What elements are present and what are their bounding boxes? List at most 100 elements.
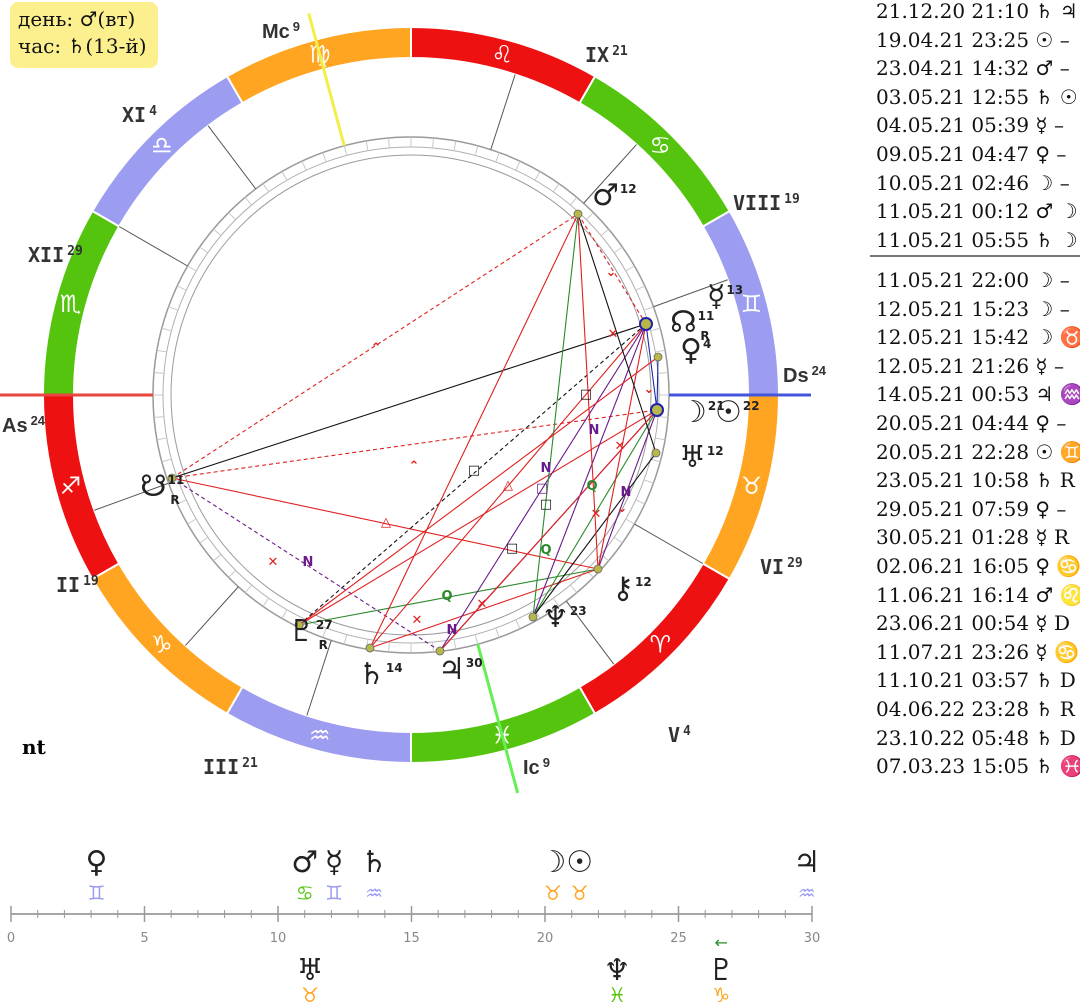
scale-sign-glyph: ♋ — [296, 881, 314, 905]
bottom-row: 29.05.21 07:59 ♀ – — [876, 495, 1080, 524]
aspect-symbol: Q — [540, 543, 551, 558]
planet-dot — [593, 564, 603, 574]
bottom-row: 12.05.21 15:42 ☽ ♉ — [876, 323, 1080, 352]
transit-date: 14.05.21 00:53 — [876, 382, 1030, 407]
transit-date: 20.05.21 04:44 — [876, 410, 1030, 435]
sign-segment: ♉ — [701, 394, 781, 581]
sign-glyph: ♌ — [491, 41, 513, 69]
transit-date: 07.03.23 15:05 — [876, 754, 1030, 779]
aspect-line — [532, 323, 647, 618]
transit-glyphs: ♄ R — [1029, 468, 1075, 493]
scale-planet-mercury: ☿ — [325, 845, 343, 880]
planet-dots — [167, 209, 664, 656]
planet-dot — [528, 612, 538, 622]
bottom-row: 02.06.21 16:05 ♀ ♋ — [876, 552, 1080, 581]
aspect-line — [597, 323, 647, 570]
sign-glyph: ♑ — [151, 630, 173, 658]
scale-tick-label: 15 — [403, 931, 420, 946]
bottom-row: 12.05.21 15:23 ☽ – — [876, 295, 1080, 324]
top-row: 11.05.21 00:12 ♂ ☽ — [876, 197, 1080, 226]
transit-date: 04.05.21 05:39 — [876, 113, 1030, 138]
top-row: 03.05.21 12:55 ♄ ☉ — [876, 83, 1080, 112]
transit-glyphs: ☿ R — [1029, 525, 1070, 550]
transit-glyphs: ☽ – — [1029, 296, 1070, 321]
transit-date: 11.10.21 03:57 — [876, 668, 1030, 693]
transit-glyphs: ♄ ☽ — [1029, 227, 1078, 252]
transit-date: 21.12.20 21:10 — [876, 0, 1030, 23]
planet-mars-glyph: ♂12 — [592, 178, 637, 213]
aspect-line — [577, 213, 647, 325]
aspect-symbol: Q — [586, 479, 597, 494]
aspect-symbol: N — [621, 485, 632, 500]
planet-chiron-glyph: ⚷12 — [612, 571, 652, 606]
sign-glyph: ♒ — [309, 721, 331, 749]
transit-glyphs: ♀ – — [1029, 496, 1067, 521]
sign-segment: ♈ — [578, 562, 732, 716]
sign-glyph: ♉ — [741, 472, 763, 500]
transit-date: 23.05.21 10:58 — [876, 468, 1030, 493]
transit-glyphs: ♀ ♋ — [1029, 553, 1080, 578]
aspect-symbol: ⌄ — [617, 501, 628, 516]
aspect-line — [577, 213, 657, 454]
scale-sign-glyph: ♒ — [365, 881, 383, 905]
aspect-line — [298, 356, 659, 626]
natal-chart-wheel[interactable]: ♈♉♊♋♌♍♎♏♐♑♒♓II19III21V4VI29VIII19IX21XI4… — [0, 0, 860, 800]
bottom-row: 23.05.21 10:58 ♄ R — [876, 466, 1080, 495]
transit-glyphs: ♀ – — [1029, 141, 1067, 166]
planet-dot — [435, 646, 445, 656]
transit-date: 20.05.21 22:28 — [876, 439, 1030, 464]
ic-axis-line — [476, 643, 520, 794]
aspect-line — [171, 213, 579, 479]
bottom-row: 20.05.21 04:44 ♀ – — [876, 409, 1080, 438]
top-row: 04.05.21 05:39 ☿ – — [876, 111, 1080, 140]
scale-sign-glyph: ♉ — [301, 983, 319, 1004]
sign-segment: ♒ — [225, 685, 412, 765]
transit-glyphs: ♀ – — [1029, 410, 1067, 435]
transit-glyphs: ♄ ☉ — [1029, 84, 1078, 109]
transit-date: 03.05.21 12:55 — [876, 84, 1030, 109]
sign-segment: ♍ — [225, 25, 412, 105]
scale-tick-label: 10 — [270, 931, 287, 946]
top-row: 11.05.21 05:55 ♄ ☽ — [876, 226, 1080, 255]
sign-glyph: ♋ — [649, 132, 671, 160]
scale-planet-pluto: ♇ — [708, 953, 735, 988]
transit-date: 11.05.21 05:55 — [876, 227, 1030, 252]
retrograde-arrow: ← — [715, 933, 728, 952]
planet-dot — [653, 352, 663, 362]
aspect-symbol: ⌃ — [409, 459, 420, 474]
aspect-line — [597, 409, 658, 570]
transit-glyphs: ☿ ♋ — [1029, 639, 1079, 664]
transit-date: 23.06.21 00:54 — [876, 611, 1030, 636]
bottom-row: 11.07.21 23:26 ☿ ♋ — [876, 638, 1080, 667]
aspect-symbol: N — [447, 623, 458, 638]
aspect-symbol: △ — [381, 515, 391, 530]
planet-dot — [639, 317, 653, 331]
planet-dot — [650, 403, 664, 417]
transit-table-bottom: 11.05.21 22:00 ☽ –12.05.21 15:23 ☽ –12.0… — [876, 266, 1080, 781]
aspect-symbol: □ — [540, 497, 552, 512]
aspect-line — [577, 213, 599, 570]
transit-glyphs: ♄ D — [1029, 725, 1076, 750]
transit-date: 10.05.21 02:46 — [876, 170, 1030, 195]
bottom-row: 11.06.21 16:14 ♂ ♌ — [876, 581, 1080, 610]
transit-glyphs: ☿ – — [1029, 353, 1065, 378]
bottom-row: 23.10.22 05:48 ♄ D — [876, 724, 1080, 753]
bottom-row: 11.10.21 03:57 ♄ D — [876, 666, 1080, 695]
aspect-line — [645, 323, 658, 411]
sign-glyph: ♎ — [151, 132, 173, 160]
scale-planet-venus: ♀ — [85, 845, 107, 880]
aspect-line — [171, 409, 658, 479]
planet-sun-glyph: ☉22 — [715, 395, 760, 430]
scale-sign-glyph: ♊ — [87, 881, 105, 905]
mc-axis-line — [307, 13, 346, 147]
scale-tick-label: 0 — [7, 931, 15, 946]
transit-glyphs: ☿ D — [1029, 611, 1071, 636]
sign-glyph: ♐ — [60, 472, 82, 500]
